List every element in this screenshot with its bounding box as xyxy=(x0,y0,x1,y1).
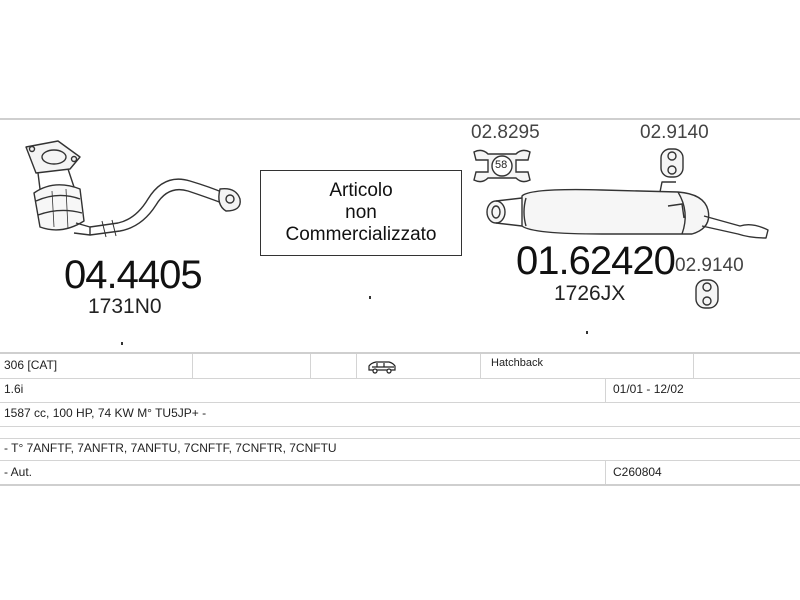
body-type-cell: Hatchback xyxy=(491,357,543,369)
right-part-code: 1726JX xyxy=(554,282,626,305)
notice-line-2: non xyxy=(345,202,377,223)
row-divider xyxy=(0,402,800,403)
row-divider xyxy=(0,378,800,379)
left-dot xyxy=(121,342,123,345)
production-dates-cell: 01/01 - 12/02 xyxy=(613,382,684,396)
top-rule xyxy=(0,118,800,120)
top-hanger-drawing xyxy=(660,148,684,178)
model-cell: 306 [CAT] xyxy=(4,358,58,372)
reference-cell: C260804 xyxy=(613,465,662,479)
clamp-badge: 58 xyxy=(495,159,508,171)
col-divider xyxy=(356,354,357,378)
type-codes-cell: - T° 7ANFTF, 7ANFTR, 7ANFTU, 7CNFTF, 7CN… xyxy=(4,441,337,455)
right-part-number: 01.62420 xyxy=(516,239,676,283)
row-divider xyxy=(0,460,800,461)
gearbox-cell: - Aut. xyxy=(4,465,33,479)
notice-line-1: Articolo xyxy=(329,180,393,201)
col-divider xyxy=(605,460,606,484)
rear-silencer-drawing xyxy=(486,181,769,239)
engine-spec-cell: 1587 cc, 100 HP, 74 KW M° TU5JP+ - xyxy=(4,406,207,420)
row-divider xyxy=(0,484,800,486)
catalytic-converter-drawing xyxy=(25,140,241,238)
left-part-number: 04.4405 xyxy=(64,253,203,297)
clamp-drawing xyxy=(473,149,531,183)
col-divider xyxy=(693,354,694,378)
row-divider xyxy=(0,426,800,427)
right-dot xyxy=(586,331,588,334)
engine-cell: 1.6i xyxy=(4,382,24,396)
top-hanger-part-number: 02.9140 xyxy=(640,122,709,143)
not-available-notice: Articolo non Commercializzato xyxy=(260,170,462,256)
diagram-bottom-rule xyxy=(0,352,800,354)
clamp-part-number: 02.8295 xyxy=(471,122,540,143)
bottom-hanger-part-number: 02.9140 xyxy=(675,255,744,276)
row-divider xyxy=(0,438,800,439)
car-icon xyxy=(368,361,396,374)
notice-line-3: Commercializzato xyxy=(285,224,437,245)
center-dot xyxy=(369,296,371,299)
left-part-code: 1731N0 xyxy=(88,295,162,318)
col-divider xyxy=(192,354,193,378)
col-divider xyxy=(480,354,481,378)
col-divider xyxy=(310,354,311,378)
col-divider xyxy=(605,378,606,402)
bottom-hanger-drawing xyxy=(695,279,719,309)
